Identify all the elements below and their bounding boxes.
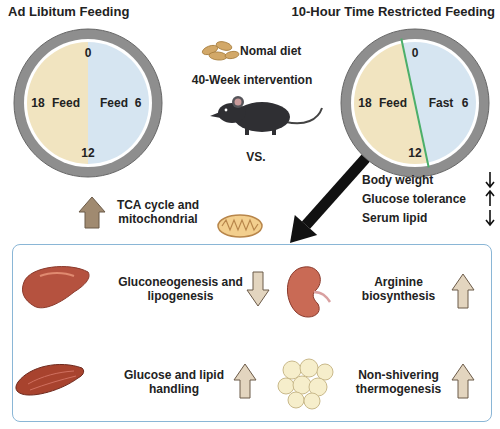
phase-label: Fast — [429, 96, 454, 110]
arrow-head — [290, 215, 317, 243]
arrow-shaft — [306, 158, 366, 225]
clock-number: 6 — [462, 96, 469, 110]
intervention-label: 40-Week intervention — [192, 73, 312, 87]
organ-panel: Gluconeogenesis and lipogenesis Arginine … — [12, 244, 492, 422]
organ-effect: Non-shivering thermogenesis — [341, 366, 456, 399]
clock-number: 12 — [81, 146, 94, 160]
phase-label: Feed — [52, 96, 80, 110]
clock-number: 0 — [85, 46, 92, 60]
feeding-title: Ad Libitum Feeding — [8, 4, 129, 20]
flow-arrow — [290, 158, 366, 243]
clock-number: 0 — [412, 46, 419, 60]
outcome-arrows — [486, 172, 494, 225]
liver-icon — [22, 267, 89, 308]
phase-label: Feed — [100, 96, 128, 110]
organ-effect: Gluconeogenesis and lipogenesis — [113, 273, 248, 306]
clock-number: 18 — [31, 96, 44, 110]
organ-effect: Arginine biosynthesis — [341, 273, 456, 306]
feeding-title: 10-Hour Time Restricted Feeding — [292, 4, 495, 20]
phase-label: Feed — [379, 96, 407, 110]
change-arrows — [234, 272, 474, 398]
clock-number: 18 — [358, 96, 371, 110]
effect-text: Arginine biosynthesis — [343, 275, 454, 304]
clock-number: 12 — [408, 146, 421, 160]
muscle-icon — [16, 364, 84, 395]
feeding-clock: 10-Hour Time Restricted Feeding061218Fee… — [340, 28, 490, 178]
versus-label: VS. — [246, 150, 265, 164]
kidney-icon — [287, 267, 330, 317]
effect-text: Gluconeogenesis and lipogenesis — [115, 275, 246, 304]
effect-text: Glucose and lipid handling — [111, 368, 237, 397]
increase-arrow — [79, 197, 105, 228]
organ-effect: Glucose and lipid handling — [109, 366, 239, 399]
outcome-label: Body weight — [362, 173, 433, 187]
mouse-illustration — [210, 96, 322, 135]
clock-number: 6 — [135, 96, 142, 110]
pathway-label: TCA cycle and mitochondrial — [102, 198, 214, 227]
outcome-label: Glucose tolerance — [362, 192, 466, 206]
food-pellets — [201, 40, 239, 61]
outcome-label: Serum lipid — [362, 211, 427, 225]
feeding-clock: Ad Libitum Feeding061218FeedFeed — [13, 28, 163, 178]
mitochondrion-icon — [218, 215, 262, 237]
adipose-icon — [278, 359, 333, 409]
diet-label: Nomal diet — [240, 44, 301, 58]
effect-text: Non-shivering thermogenesis — [343, 368, 454, 397]
